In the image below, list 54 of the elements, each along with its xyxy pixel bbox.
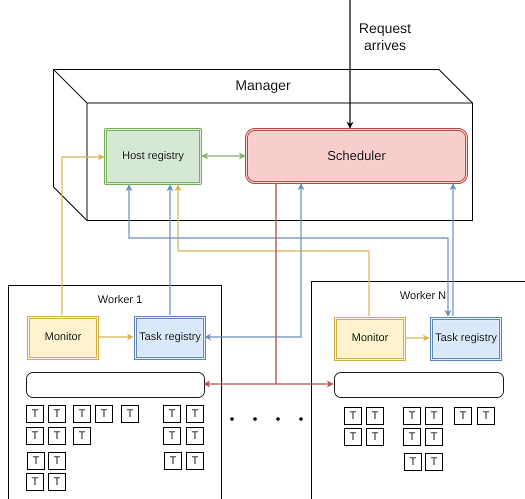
arrow [450,183,456,316]
task-box: T [73,427,91,445]
task-box: T [48,405,66,423]
task-box: T [403,407,421,425]
task-box: T [404,453,422,471]
worker-panel [8,285,222,499]
task-box: T [425,453,443,471]
task-box: T [425,407,443,425]
task-box: T [403,428,421,446]
arrow [61,154,105,315]
monitor-box: Monitor [334,317,406,361]
arrow [98,334,134,340]
task-box: T [344,428,362,446]
task-box: T [95,405,113,423]
arrow [204,183,304,340]
task-box: T [27,452,45,470]
registry-box: Host registry [104,128,202,185]
task-box: T [186,427,204,445]
monitor-box: Monitor [27,316,99,360]
task-box: T [48,452,66,470]
task-box: T [26,427,44,445]
task-box: T [48,427,66,445]
arrow [166,184,174,315]
worker-panel [311,281,525,499]
task-box: T [344,407,362,425]
task-box: T [164,452,182,470]
task-box: T [477,407,495,425]
arrow [126,184,452,317]
arrow [346,0,354,129]
task-box: T [366,428,384,446]
task-box: T [366,407,384,425]
task-box: T [48,473,66,491]
registry-box: Task registry [430,317,502,361]
task-box: T [163,427,181,445]
task-box: T [454,407,472,425]
registry-box: Task registry [134,316,206,360]
task-box: T [186,405,204,423]
task-box: T [121,405,139,423]
task-box: T [425,428,443,446]
arrow [405,334,430,342]
scheduler-box: Scheduler [245,128,468,184]
task-box: T [73,405,91,423]
container-box [26,372,205,398]
worker-title: Worker N [398,290,448,302]
arrow [201,152,246,160]
worker-title: Worker 1 [96,294,144,306]
task-box: T [186,452,204,470]
arrow [275,184,334,388]
task-box: T [26,405,44,423]
container-box [334,372,504,398]
manager-title: Manager [234,77,292,93]
task-box: T [163,405,181,423]
task-box: T [26,473,44,491]
arrow [174,184,370,316]
